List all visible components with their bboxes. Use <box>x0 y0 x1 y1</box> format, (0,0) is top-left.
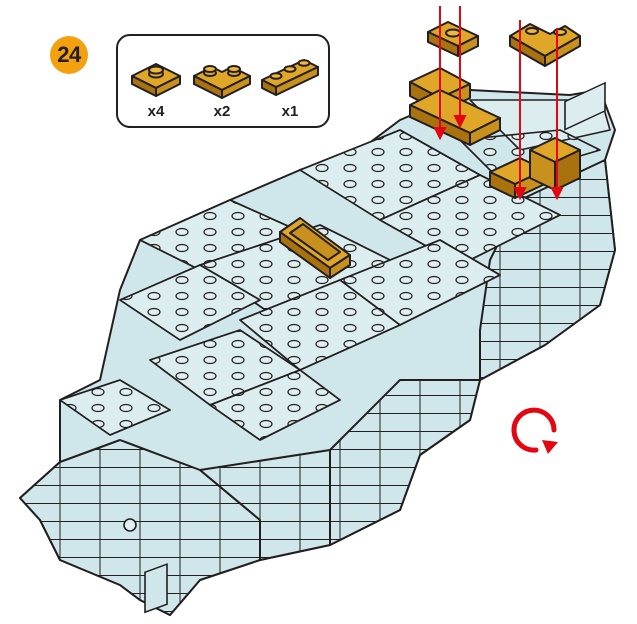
rotate-clockwise-icon <box>498 392 570 464</box>
